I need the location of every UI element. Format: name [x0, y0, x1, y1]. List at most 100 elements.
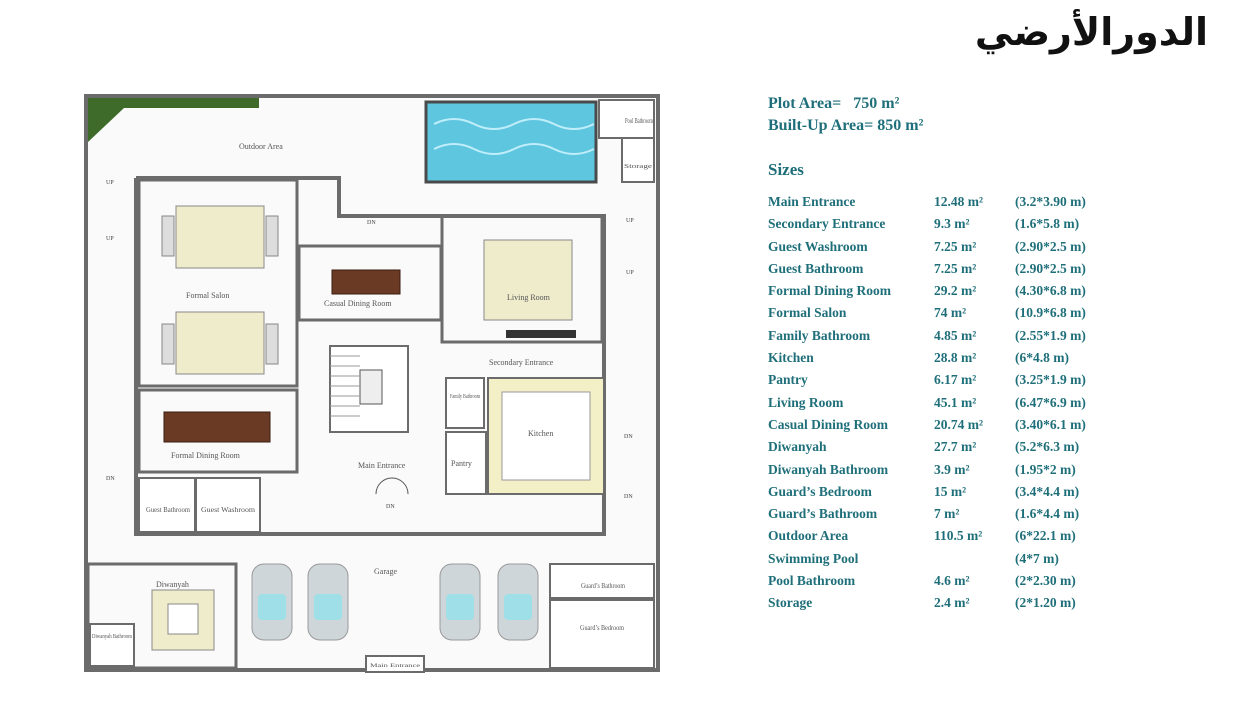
formal-salon-room: [137, 178, 299, 388]
size-dims: (5.2*6.3 m): [1015, 439, 1080, 455]
built-up-area-label: Built-Up Area=: [768, 117, 874, 134]
size-area: 2.4 m²: [934, 595, 970, 611]
formal-dining-room: [137, 388, 299, 474]
size-dims: (3.2*3.90 m): [1015, 194, 1086, 209]
gate-label: Main Entrance: [370, 664, 421, 669]
up-marker-3: UP: [626, 218, 634, 224]
size-room: Secondary Entrance: [768, 216, 886, 232]
diwanyah-room: [86, 562, 238, 670]
size-room: Guard’s Bedroom: [768, 483, 872, 499]
size-dims: (6*4.8 m): [1015, 350, 1069, 366]
storage-label: Storage: [624, 164, 653, 170]
guards-bathroom-room: [549, 563, 655, 599]
formal-salon-label: Formal Salon: [186, 291, 229, 300]
family-bathroom-room: [445, 377, 485, 429]
size-dims: (4*7 m): [1015, 550, 1059, 566]
size-room: Pool Bathroom: [768, 573, 856, 589]
pool-bathroom-room: [598, 99, 655, 139]
size-area: 110.5 m²: [934, 528, 983, 544]
size-room: Pantry: [768, 372, 808, 388]
size-area: 27.7 m²: [934, 439, 977, 455]
greenery: [88, 98, 259, 142]
size-dims: (2.55*1.9 m): [1015, 327, 1086, 343]
dn-marker-1: DN: [367, 220, 376, 226]
family-bathroom-label: Family Bathroom: [450, 394, 480, 400]
up-marker-2: UP: [106, 236, 114, 242]
size-dims: (10.9*6.8 m): [1015, 305, 1086, 321]
pool-bathroom-label: Pool Bathroom: [625, 117, 653, 125]
size-area: 7.25 m²: [934, 260, 977, 276]
page-title: الدورالأرضي: [974, 10, 1208, 54]
size-room: Outdoor Area: [768, 528, 849, 544]
swimming-pool: [424, 100, 598, 184]
size-area: 3.9 m²: [934, 461, 970, 477]
size-room: Storage: [768, 595, 813, 611]
living-room: [440, 214, 604, 344]
guards-bedroom-label: Guard’s Bedroom: [580, 624, 624, 632]
size-dims: (2*2.30 m): [1015, 573, 1076, 589]
guest-bathroom-label: Guest Bathroom: [146, 506, 191, 514]
size-area: 7 m²: [934, 506, 960, 522]
guest-washroom-room: [195, 477, 261, 533]
size-room: Main Entrance: [768, 194, 856, 209]
guest-washroom-label: Guest Washroom: [201, 506, 256, 514]
size-dims: (2.90*2.5 m): [1015, 260, 1086, 276]
size-room: Casual Dining Room: [768, 416, 889, 432]
diwanyah-bathroom-room: [89, 623, 135, 667]
size-area: 4.85 m²: [934, 327, 977, 343]
main-entrance-label: Main Entrance: [358, 461, 406, 470]
size-area: 4.6 m²: [934, 573, 970, 589]
size-area: 74 m²: [934, 305, 967, 321]
size-area: 20.74 m²: [934, 416, 984, 432]
size-room: Diwanyah: [768, 439, 827, 455]
size-area: 28.8 m²: [934, 350, 977, 366]
plot-area-value: 750 m²: [853, 95, 900, 112]
size-dims: (3.4*4.4 m): [1015, 483, 1080, 499]
floor-plan: Pool Bathroom Storage Outdoor Area Forma…: [84, 94, 660, 673]
size-room: Formal Salon: [768, 305, 847, 321]
size-room: Formal Dining Room: [768, 283, 891, 299]
size-area: 29.2 m²: [934, 283, 977, 299]
size-room: Guest Bathroom: [768, 260, 864, 276]
size-room: Diwanyah Bathroom: [768, 461, 889, 477]
size-room: Kitchen: [768, 350, 814, 366]
diwanyah-label: Diwanyah: [156, 580, 189, 589]
built-up-area-value: 850 m²: [877, 117, 924, 134]
up-marker-1: UP: [106, 180, 114, 186]
formal-dining-label: Formal Dining Room: [171, 451, 241, 460]
size-dims: (1.6*5.8 m): [1015, 216, 1080, 232]
dn-marker-4: DN: [106, 476, 115, 482]
size-room: Family Bathroom: [768, 327, 871, 343]
secondary-entrance-label: Secondary Entrance: [489, 358, 554, 367]
size-room: Guard’s Bathroom: [768, 506, 878, 522]
diwanyah-bathroom-label: Diwanyah Bathroom: [92, 634, 132, 640]
size-room: Guest Washroom: [768, 238, 868, 254]
kitchen-label: Kitchen: [528, 429, 553, 438]
house-outer-wall: [134, 176, 606, 536]
size-dims: (2.90*2.5 m): [1015, 238, 1086, 254]
size-dims: (6*22.1 m): [1015, 528, 1076, 544]
size-dims: (1.6*4.4 m): [1015, 506, 1080, 522]
guest-bathroom-room: [138, 477, 196, 533]
living-room-label: Living Room: [507, 293, 551, 302]
size-room: Living Room: [768, 394, 844, 410]
entrance-gate: [365, 655, 425, 673]
plot-area-label: Plot Area=: [768, 95, 842, 112]
size-dims: (4.30*6.8 m): [1015, 283, 1086, 299]
casual-dining-label: Casual Dining Room: [324, 299, 392, 308]
dn-marker-3: DN: [624, 494, 633, 500]
outdoor-area-label: Outdoor Area: [239, 142, 283, 151]
up-marker-4: UP: [626, 270, 634, 276]
size-room: Swimming Pool: [768, 550, 859, 566]
size-dims: (6.47*6.9 m): [1015, 394, 1086, 410]
size-area: 15 m²: [934, 483, 967, 499]
size-area: 12.48 m²: [934, 194, 984, 209]
sizes-heading: Sizes: [768, 160, 804, 179]
size-dims: (2*1.20 m): [1015, 595, 1076, 611]
dn-marker-5: DN: [386, 504, 395, 510]
storage-room: [621, 137, 655, 183]
size-area: 45.1 m²: [934, 394, 977, 410]
size-dims: (3.25*1.9 m): [1015, 372, 1086, 388]
size-dims: (3.40*6.1 m): [1015, 416, 1086, 432]
pantry-label: Pantry: [451, 459, 472, 468]
